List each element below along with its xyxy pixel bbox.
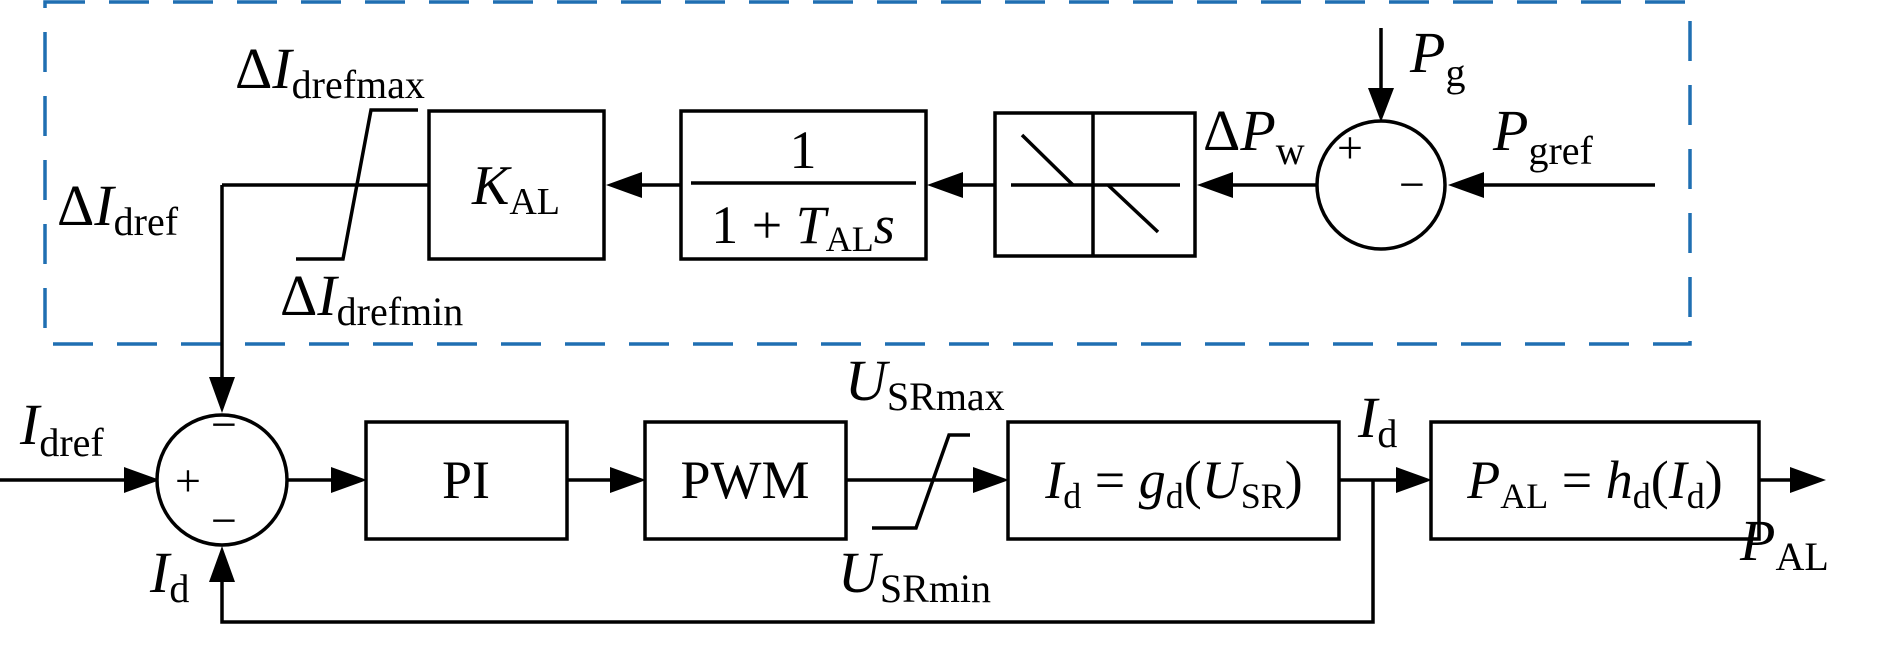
lowpass-denominator: 1 + TALs	[711, 195, 895, 259]
hd-label: PAL = hd(Id)	[1466, 450, 1722, 516]
feedback-line	[220, 480, 1375, 624]
hd-block	[1429, 420, 1761, 541]
pg-label: Pg	[1409, 20, 1465, 95]
id-feedback-label: Id	[149, 540, 189, 611]
kal-arrowhead	[606, 172, 642, 198]
lowpass-numerator: 1	[790, 120, 817, 180]
feedforward-arrowhead	[209, 377, 235, 413]
pgref-arrowhead	[1448, 172, 1484, 198]
gd-arrowhead	[973, 467, 1009, 493]
top-limiter	[296, 108, 418, 261]
deadband-arrowhead	[1197, 172, 1233, 198]
feedback-arrowhead	[209, 546, 235, 582]
gd-block	[1006, 420, 1341, 541]
pal-output-label: PAL	[1739, 508, 1829, 579]
bottom-sum-minus-bottom: −	[211, 495, 237, 546]
lowpass-arrowhead	[927, 172, 963, 198]
usrmax-label: USRmax	[845, 348, 1005, 419]
lowpass-block	[679, 109, 928, 261]
bottom-sum-minus-top: −	[211, 399, 237, 450]
idref-label: Idref	[19, 392, 104, 465]
output-arrowhead	[1790, 467, 1826, 493]
delta-idref-label: ΔIdref	[57, 173, 179, 244]
deadband-curve-left	[1020, 133, 1075, 187]
pwm-arrowhead	[610, 467, 646, 493]
delta-pw-label: ΔPw	[1203, 98, 1305, 173]
bottom-sum-plus: +	[175, 455, 201, 506]
id-mid-label: Id	[1357, 385, 1397, 456]
delta-idrefmax-label: ΔIdrefmax	[235, 36, 425, 107]
kal-block	[427, 109, 606, 261]
idref-arrowhead	[124, 467, 160, 493]
hd-arrowhead	[1396, 467, 1432, 493]
pg-arrowhead	[1368, 88, 1394, 122]
dashed-control-region	[43, 0, 1692, 346]
delta-idrefmin-label: ΔIdrefmin	[280, 263, 463, 334]
deadband-curve-right	[1106, 183, 1160, 234]
pwm-block	[643, 420, 848, 541]
kal-label: KAL	[471, 155, 560, 223]
pi-arrowhead	[331, 467, 367, 493]
pwm-label: PWM	[680, 450, 809, 510]
top-sum-plus: +	[1337, 122, 1363, 173]
pgref-label: Pgref	[1492, 98, 1594, 173]
pi-label: PI	[442, 450, 490, 510]
gd-label: Id = gd(USR)	[1044, 450, 1302, 516]
bottom-limiter	[872, 433, 970, 530]
top-sum-minus: −	[1399, 159, 1425, 210]
usrmin-label: USRmin	[838, 540, 991, 611]
pi-block	[364, 420, 569, 541]
